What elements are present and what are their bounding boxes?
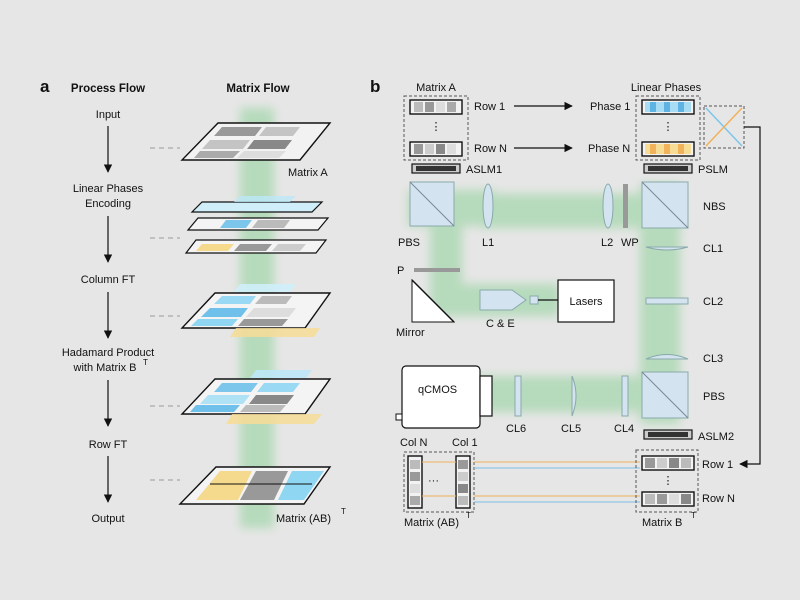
output-col-n — [407, 455, 423, 509]
linear-phases-box — [635, 95, 701, 161]
polarizer — [414, 268, 460, 272]
lens-l2 — [602, 183, 614, 229]
phase-1-label: Phase 1 — [590, 101, 630, 113]
panel-b-letter: b — [370, 77, 380, 96]
step-hadamard-sup: T — [143, 358, 148, 367]
lens-cl6 — [514, 375, 522, 417]
crossing-beams — [703, 105, 745, 149]
output-matrix — [178, 466, 332, 505]
lens-cl2 — [645, 297, 689, 305]
pbs-top-label: PBS — [398, 237, 420, 249]
col-n-label: Col N — [400, 437, 428, 449]
aslm2-label: ASLM2 — [698, 431, 734, 443]
ce-label: C & E — [486, 318, 515, 330]
row-n-label: Row N — [474, 143, 507, 155]
step-output: Output — [91, 513, 124, 525]
panel-a-letter: a — [40, 77, 50, 96]
lens-l1 — [482, 183, 494, 229]
p-label: P — [397, 265, 404, 277]
process-steps: Input Linear Phases Encoding Column FT H… — [62, 109, 154, 525]
pslm-screen — [648, 166, 688, 171]
hadamard-matrix — [180, 370, 332, 424]
matrix-b-title: Matrix B — [642, 517, 682, 529]
step-column-ft: Column FT — [81, 274, 136, 286]
matrix-b-row-n — [641, 491, 695, 507]
pbs-bottom-label: PBS — [703, 391, 725, 403]
matrix-b-row-1-label: Row 1 — [702, 459, 733, 471]
qcmos-camera — [395, 365, 493, 429]
waveplate — [623, 184, 628, 228]
qcmos-label: qCMOS — [418, 384, 457, 396]
process-flow-header: Process Flow — [71, 83, 145, 95]
linear-phases-stack — [184, 196, 330, 254]
cl4-label: CL4 — [614, 423, 634, 435]
linear-phases-title: Linear Phases — [631, 82, 702, 94]
cl2-label: CL2 — [703, 296, 723, 308]
output-matrix-title: Matrix (AB) — [404, 517, 459, 529]
aslm1-label: ASLM1 — [466, 164, 502, 176]
lasers-box — [557, 279, 615, 323]
pslm-label: PSLM — [698, 164, 728, 176]
output-col-1 — [455, 455, 471, 509]
output-dots: ··· — [428, 475, 439, 487]
col-1-label: Col 1 — [452, 437, 478, 449]
step-hadamard-1: Hadamard Product — [62, 347, 154, 359]
row-1-label: Row 1 — [474, 101, 505, 113]
pbs-bottom — [641, 371, 689, 419]
wp-label: WP — [621, 237, 639, 249]
output-connection-lines — [422, 461, 640, 503]
lasers-label: Lasers — [569, 296, 603, 308]
step-linear-phases-2: Encoding — [85, 198, 131, 210]
panel-a: a Process Flow Matrix Flow Input Linear … — [40, 77, 346, 528]
pbs-top — [409, 181, 455, 227]
cl6-label: CL6 — [506, 423, 526, 435]
matrix-a-label: Matrix A — [288, 167, 328, 179]
phase-1-row — [641, 99, 695, 115]
l2-label: L2 — [601, 237, 613, 249]
input-matrix-a — [180, 122, 332, 161]
output-matrix-box — [403, 451, 475, 513]
cl5-label: CL5 — [561, 423, 581, 435]
matrix-a-row-n — [409, 141, 463, 157]
aslm1-screen — [416, 166, 456, 171]
step-hadamard-2: with Matrix B — [73, 362, 137, 374]
output-matrix-label: Matrix (AB) — [276, 513, 331, 525]
collimator-expander — [479, 289, 539, 311]
nbs — [641, 181, 689, 229]
lens-cl4 — [621, 375, 629, 417]
step-linear-phases-1: Linear Phases — [73, 183, 144, 195]
cl1-label: CL1 — [703, 243, 723, 255]
phase-n-row — [641, 141, 695, 157]
phase-n-label: Phase N — [588, 143, 630, 155]
matrix-b-box — [635, 449, 699, 513]
nbs-label: NBS — [703, 201, 726, 213]
aslm2-screen — [648, 432, 688, 437]
step-row-ft: Row FT — [89, 439, 128, 451]
matrix-b-row-n-label: Row N — [702, 493, 735, 505]
matrix-a-dots: ⋮ — [431, 121, 442, 133]
matrix-a-box — [403, 95, 469, 161]
matrix-b-title-sup: T — [691, 511, 696, 520]
mirror-label: Mirror — [396, 327, 425, 339]
step-input: Input — [96, 109, 120, 121]
cl3-label: CL3 — [703, 353, 723, 365]
phases-dots: ⋮ — [663, 121, 674, 133]
mirror — [411, 278, 456, 323]
panel-b: b Matrix A ⋮ Row 1 Row N — [370, 77, 761, 529]
step-connectors — [150, 147, 180, 481]
l1-label: L1 — [482, 237, 494, 249]
matrix-a-title: Matrix A — [416, 82, 456, 94]
matrix-flow-header: Matrix Flow — [226, 83, 289, 95]
column-ft-matrix — [180, 284, 332, 337]
matrix-b-row-1 — [641, 455, 695, 471]
output-matrix-sup: T — [341, 507, 346, 516]
output-matrix-title-sup: T — [466, 511, 471, 520]
lens-cl1 — [645, 246, 689, 251]
lens-cl5 — [571, 375, 577, 417]
matrix-a-row-1 — [409, 99, 463, 115]
feedback-arrow — [739, 126, 761, 469]
matrix-b-dots: ⋮ — [663, 475, 674, 487]
lens-cl3 — [645, 354, 689, 360]
